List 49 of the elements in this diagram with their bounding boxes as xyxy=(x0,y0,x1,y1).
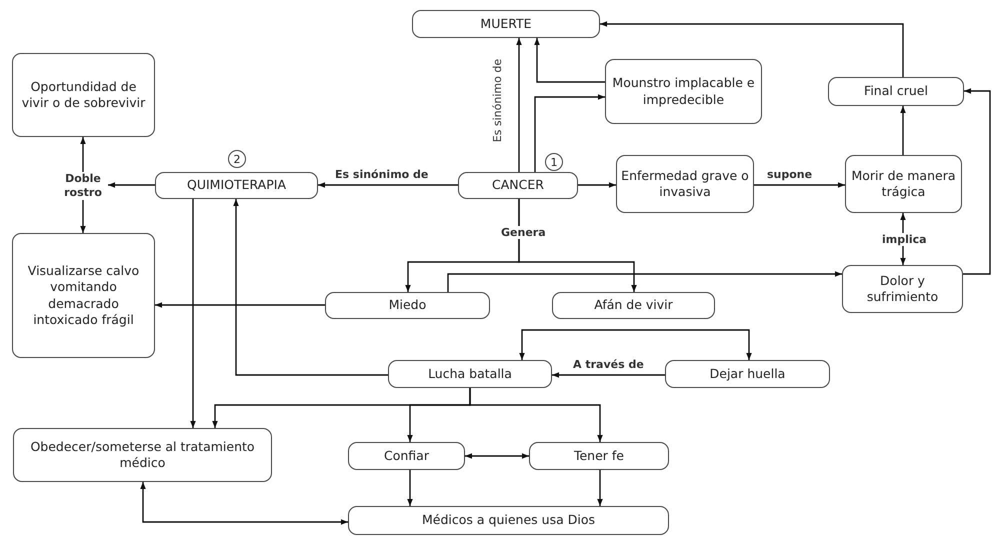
arrow xyxy=(516,38,522,172)
concept-box: Médicos a quienes usa Dios xyxy=(348,506,669,535)
edge-label: Genera xyxy=(500,226,547,240)
edge-label: implica xyxy=(881,233,928,246)
concept-box: Obedecer/someterse al tratamiento médico xyxy=(13,428,272,482)
arrow xyxy=(80,200,86,233)
arrow xyxy=(600,21,904,77)
concept-box: Miedo xyxy=(325,292,490,319)
arrow xyxy=(900,106,906,155)
concept-box: Morir de manera trágica xyxy=(845,155,962,213)
arrow xyxy=(108,182,155,188)
arrow xyxy=(519,329,752,360)
concept-box: Oportundidad de vivir o de sobrevivir xyxy=(12,53,155,137)
arrow xyxy=(80,137,86,172)
arrow xyxy=(469,388,603,442)
arrow xyxy=(534,38,605,83)
arrow xyxy=(578,182,616,188)
concept-box: Enfermedad grave o invasiva xyxy=(616,155,754,213)
edge-label: Es sinónimo de xyxy=(490,57,504,143)
callout-number: 2 xyxy=(228,150,246,168)
arrow xyxy=(407,470,413,506)
arrow xyxy=(465,453,529,459)
concept-box: Dolor y sufrimiento xyxy=(842,265,963,313)
concept-box: Lucha batalla xyxy=(388,360,552,388)
arrow xyxy=(155,302,325,308)
concept-box: Mounstro implacable e impredecible xyxy=(605,59,762,124)
arrow xyxy=(754,182,845,188)
edge-label: Es sinónimo de xyxy=(334,168,430,182)
concept-box: Dejar huella xyxy=(665,360,830,388)
arrow xyxy=(447,271,842,292)
concept-box: Afán de vivir xyxy=(552,292,715,319)
arrow xyxy=(233,199,388,376)
edge-label: A través de xyxy=(572,358,645,372)
arrow xyxy=(140,482,348,525)
callout-number: 1 xyxy=(545,153,563,171)
arrow xyxy=(318,182,458,188)
concept-box: Confiar xyxy=(348,442,465,470)
arrow xyxy=(963,88,991,275)
arrow xyxy=(534,94,605,172)
concept-box: Tener fe xyxy=(529,442,669,470)
concept-box: Visualizarse calvo vomitando demacrado intoxicado frágil xyxy=(12,233,155,358)
concept-box: QUIMIOTERAPIA xyxy=(155,172,318,199)
arrow xyxy=(518,199,637,292)
arrow xyxy=(190,199,196,428)
arrow xyxy=(552,372,665,378)
concept-box: CANCER xyxy=(458,172,578,199)
concept-box: Final cruel xyxy=(828,77,964,106)
concept-box: MUERTE xyxy=(412,10,600,38)
arrow xyxy=(597,470,603,506)
